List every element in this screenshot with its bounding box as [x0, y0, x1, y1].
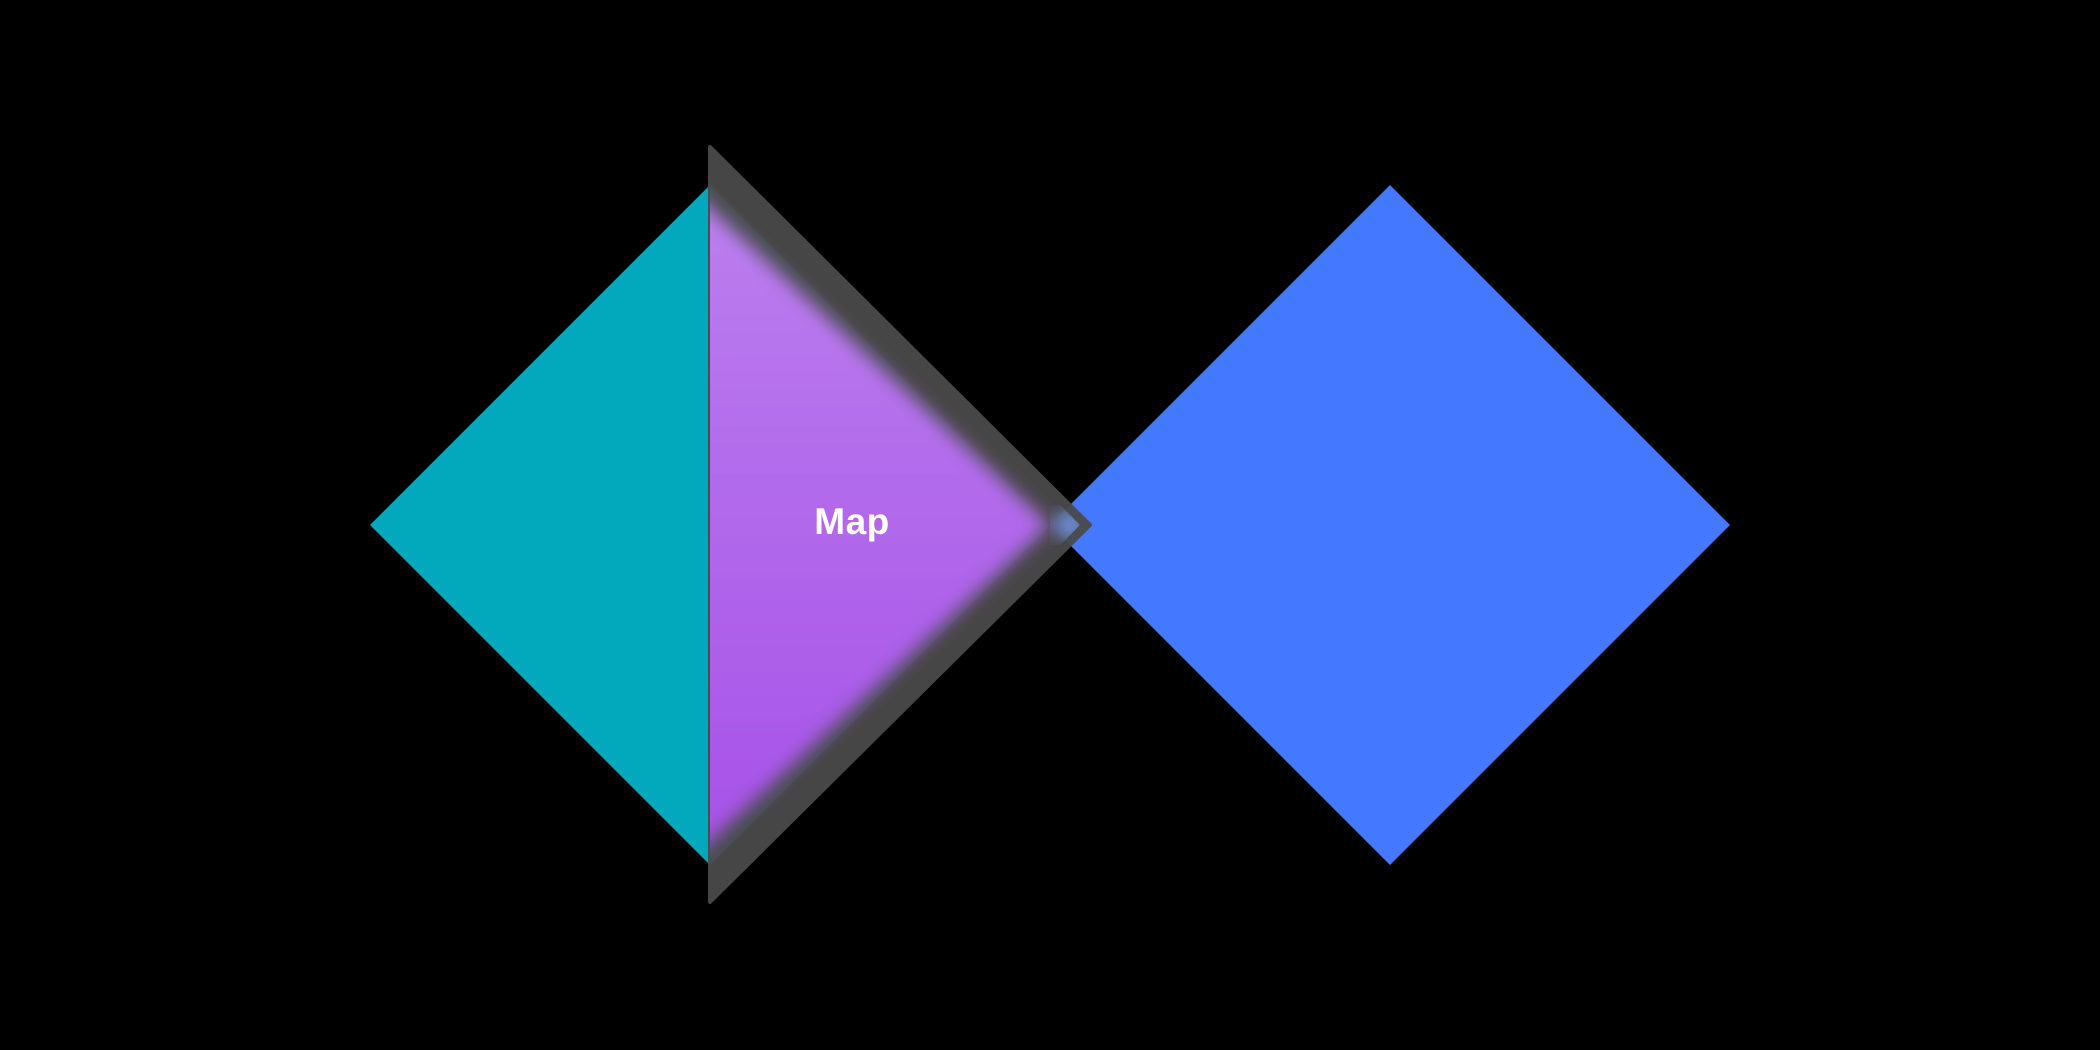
right-diamond	[1050, 185, 1730, 865]
map-label: Map	[814, 501, 890, 542]
frosted-triangle	[708, 145, 1092, 904]
